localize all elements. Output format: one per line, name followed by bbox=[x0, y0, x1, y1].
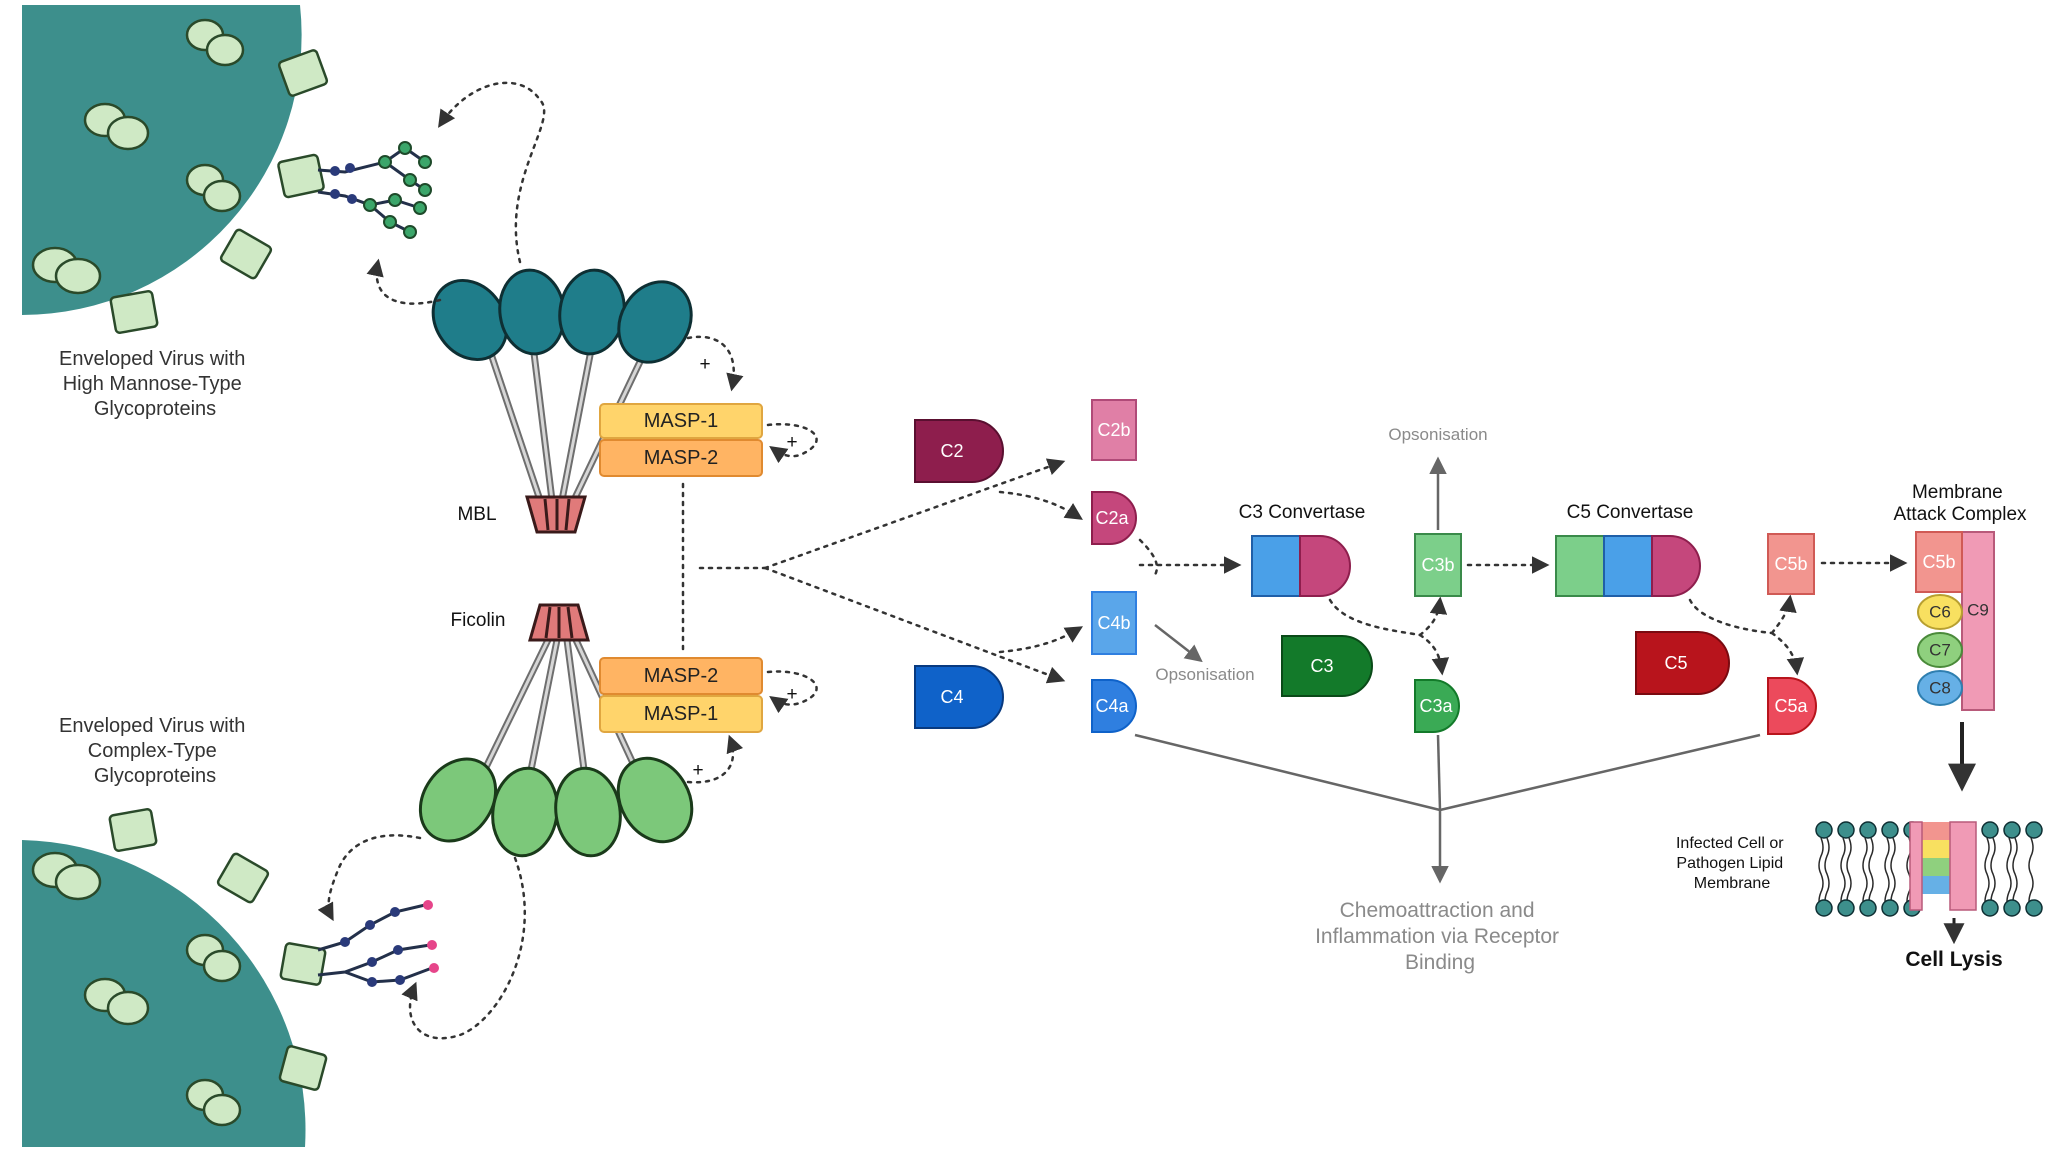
c3-convertase-label: C3 Convertase bbox=[1239, 502, 1366, 523]
mac-c9 bbox=[1961, 531, 1995, 711]
c4b-fragment: C4b bbox=[1091, 591, 1137, 655]
arrow-to-c4a bbox=[763, 566, 1066, 684]
lipid-heads-top bbox=[1815, 821, 2043, 839]
arrow-c5conv-to-c5 bbox=[1688, 598, 1774, 635]
svg-text:C5a: C5a bbox=[1774, 696, 1808, 716]
svg-text:C4: C4 bbox=[940, 687, 963, 707]
chemo-label: Chemoattraction and Inflammation via Rec… bbox=[1315, 899, 1565, 974]
complex-chain-bottom bbox=[317, 900, 439, 987]
mbl-complex bbox=[431, 268, 693, 534]
mbl-label: MBL bbox=[457, 504, 496, 525]
virus-top bbox=[22, 5, 432, 334]
virus-top-label: Enveloped Virus with High Mannose-Type G… bbox=[59, 348, 251, 420]
c5-convertase-label: C5 Convertase bbox=[1567, 502, 1694, 523]
lipid-heads-bottom bbox=[1815, 899, 2043, 917]
masp-top: MASP-1 MASP-2 bbox=[599, 403, 763, 477]
svg-text:C3: C3 bbox=[1310, 656, 1333, 676]
c5b-fragment: C5b bbox=[1767, 533, 1815, 595]
arrow-c4b-opsonisation bbox=[1154, 624, 1203, 663]
membrane-label: Infected Cell or Pathogen Lipid Membrane bbox=[1676, 835, 1788, 892]
virus-protein-bottom bbox=[31, 851, 242, 1127]
masp2-bottom-box bbox=[599, 657, 763, 695]
ficolin-complex bbox=[418, 603, 694, 858]
c3a-fragment: C3a bbox=[1414, 679, 1460, 733]
masp1-top-box bbox=[599, 403, 763, 439]
svg-text:C2: C2 bbox=[940, 441, 963, 461]
c5-convertase bbox=[1555, 535, 1701, 597]
svg-text:C2b: C2b bbox=[1097, 420, 1130, 440]
svg-text:C5: C5 bbox=[1664, 653, 1687, 673]
arrow-c2-to-c2a bbox=[998, 490, 1083, 520]
glycoprotein-bottom bbox=[108, 808, 328, 1091]
svg-text:C9: C9 bbox=[1967, 601, 1989, 620]
plus-ficolin: + bbox=[692, 760, 703, 781]
c3b-fragment: C3b bbox=[1414, 533, 1462, 597]
binding-loops bbox=[317, 81, 818, 1040]
masp1-bottom-label: MASP-1 bbox=[644, 703, 718, 725]
arrow-c4-to-c4b bbox=[998, 626, 1084, 654]
mac-c8 bbox=[1917, 670, 1963, 706]
plus-mbl: + bbox=[699, 354, 710, 375]
c5-protein: C5 bbox=[1635, 631, 1730, 695]
masp-bottom: MASP-2 MASP-1 bbox=[599, 657, 763, 733]
glycoprotein-top bbox=[109, 49, 329, 334]
arrow-to-c5b bbox=[1770, 594, 1797, 635]
arrow-c2a-to-c3conv bbox=[1138, 538, 1159, 577]
plus-masp-top: + bbox=[786, 432, 797, 453]
masp2-top-box bbox=[599, 439, 763, 477]
c4-protein: C4 bbox=[914, 665, 1004, 729]
c2-protein: C2 bbox=[914, 419, 1004, 483]
mannose-chain-top bbox=[317, 141, 432, 239]
arrow-to-c2b bbox=[763, 458, 1066, 570]
virus-bottom-label: Enveloped Virus with Complex-Type Glycop… bbox=[59, 715, 251, 787]
mac-label: Membrane Attack Complex bbox=[1893, 482, 2027, 525]
svg-text:C5b: C5b bbox=[1922, 552, 1955, 572]
masp1-top-label: MASP-1 bbox=[644, 410, 718, 432]
plus-masp-bottom: + bbox=[786, 684, 797, 705]
svg-text:C7: C7 bbox=[1929, 641, 1951, 660]
opsonisation-mid-label: Opsonisation bbox=[1155, 665, 1254, 684]
c3-protein: C3 bbox=[1281, 635, 1373, 697]
mac-c7 bbox=[1917, 632, 1963, 668]
masp1-bottom-box bbox=[599, 695, 763, 733]
ficolin-label: Ficolin bbox=[451, 610, 506, 631]
svg-text:C3a: C3a bbox=[1419, 696, 1453, 716]
svg-text:C8: C8 bbox=[1929, 679, 1951, 698]
arrow-c3conv-to-c3 bbox=[1328, 598, 1422, 637]
cell-lysis-label: Cell Lysis bbox=[1905, 948, 2002, 971]
opsonisation-top-label: Opsonisation bbox=[1388, 425, 1487, 444]
svg-text:C3b: C3b bbox=[1421, 555, 1454, 575]
svg-text:C4a: C4a bbox=[1095, 696, 1129, 716]
mac-c6 bbox=[1917, 594, 1963, 630]
c3-convertase bbox=[1251, 535, 1351, 597]
masp2-top-label: MASP-2 bbox=[644, 447, 718, 469]
mac-c5b bbox=[1915, 531, 1963, 593]
lipid-membrane bbox=[1815, 821, 2043, 917]
mac-complex: C9 C5b C6 C7 C8 bbox=[1915, 531, 1995, 711]
arrow-to-c3a bbox=[1418, 633, 1450, 676]
arrow-to-c5a bbox=[1770, 631, 1805, 676]
mbl-heads bbox=[431, 268, 693, 364]
membrane-pore bbox=[1909, 821, 1977, 911]
virus-protein-top bbox=[31, 18, 245, 295]
c2b-fragment: C2b bbox=[1091, 399, 1137, 461]
masp2-bottom-label: MASP-2 bbox=[644, 665, 718, 687]
svg-text:C4b: C4b bbox=[1097, 613, 1130, 633]
c2a-fragment: C2a bbox=[1091, 491, 1137, 545]
arrow-to-c3b bbox=[1418, 596, 1448, 637]
svg-text:C5b: C5b bbox=[1774, 554, 1807, 574]
ficolin-heads bbox=[418, 756, 694, 858]
c5a-fragment: C5a bbox=[1767, 677, 1817, 735]
chemo-lines bbox=[1134, 733, 1761, 884]
lipid-tails bbox=[1818, 837, 2034, 911]
svg-text:C2a: C2a bbox=[1095, 508, 1129, 528]
c4a-fragment: C4a bbox=[1091, 679, 1137, 733]
virus-bottom bbox=[22, 808, 439, 1147]
svg-text:C6: C6 bbox=[1929, 603, 1951, 622]
